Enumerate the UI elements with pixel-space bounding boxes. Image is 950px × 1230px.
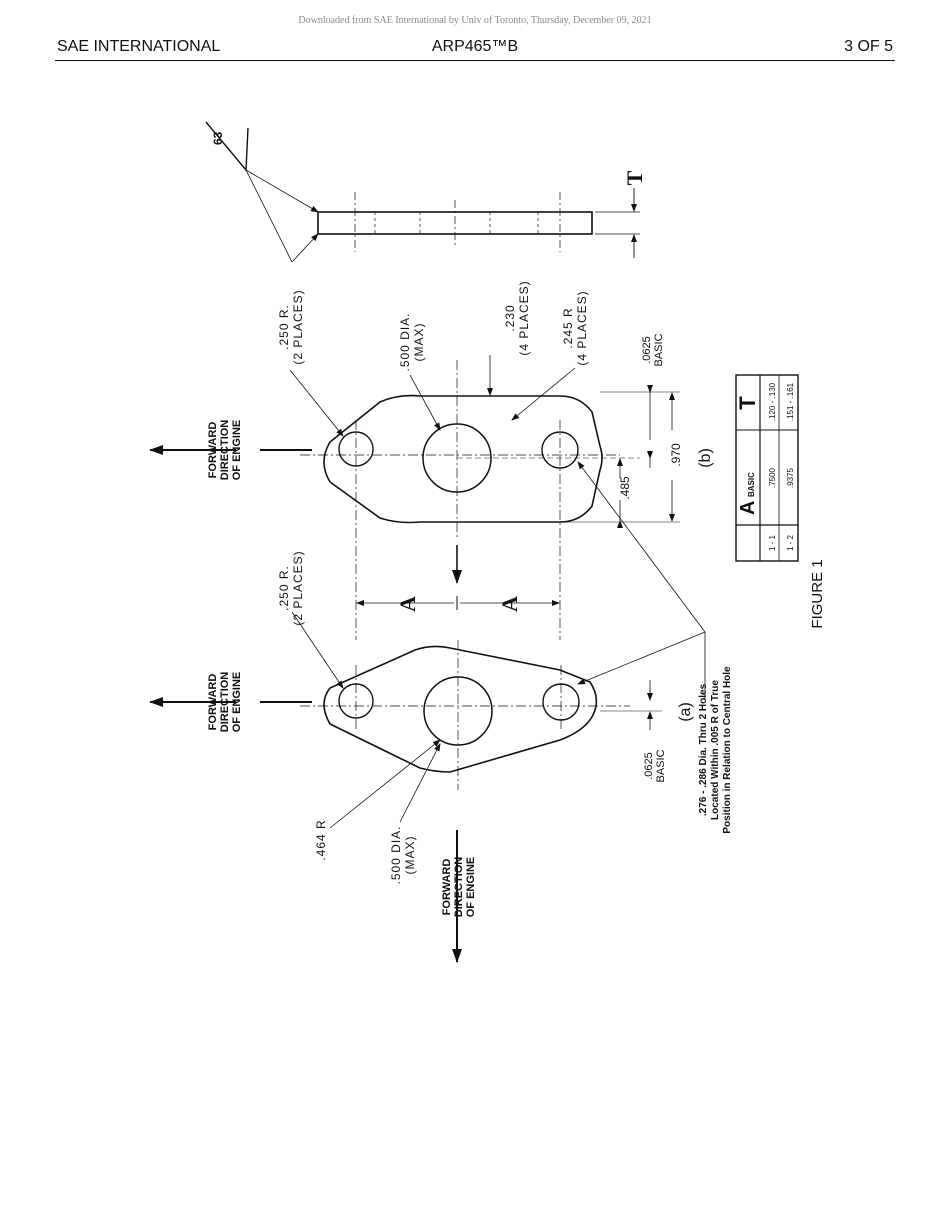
b-basic0625: .0625 xyxy=(641,336,653,364)
dim-a-right: A xyxy=(497,596,522,612)
dimension-a-labels: A A xyxy=(395,596,522,612)
b-forward-2: DIRECTION xyxy=(219,420,231,481)
b-r250-places: (2 PLACES) xyxy=(291,289,305,364)
a-forward-2: DIRECTION xyxy=(219,672,231,733)
document-number: ARP465™B xyxy=(431,38,519,55)
a-r250-places: (2 PLACES) xyxy=(291,550,305,625)
publisher-name: SAE INTERNATIONAL xyxy=(57,38,221,55)
bottom-forward-2: DIRECTION xyxy=(453,857,465,918)
b-dia500-max: (MAX) xyxy=(412,323,426,362)
hole-note-line-1: .276 - .286 Dia. Thru 2 Holes xyxy=(698,683,709,816)
b-forward-1: FORWARD xyxy=(207,422,219,479)
hole-note-line-3: Position in Relation to Central Hole xyxy=(722,666,733,834)
b-d485: .485 xyxy=(618,476,632,500)
table-header-t: T xyxy=(735,396,760,410)
a-basic0625: .0625 xyxy=(643,752,655,780)
dim-a-left: A xyxy=(395,596,420,612)
bottom-forward-3: OF ENGINE xyxy=(465,857,477,918)
b-r245-places: (4 PLACES) xyxy=(575,290,589,365)
download-watermark: Downloaded from SAE International by Uni… xyxy=(298,15,652,26)
view-b-labels: .250 R. (2 PLACES) .500 DIA. (MAX) .230 … xyxy=(207,280,714,499)
b-r245-label: .245 R xyxy=(561,307,575,348)
a-r464-label: .464 R xyxy=(314,819,328,860)
a-basic0625-word: BASIC xyxy=(655,749,667,782)
b-r250-label: .250 R. xyxy=(277,304,291,350)
page-number: 3 OF 5 xyxy=(844,38,893,55)
b-d230-places: (4 PLACES) xyxy=(517,280,531,355)
hole-note-line-2: Located Within .005 R of True xyxy=(710,680,721,820)
table-row-2-id: 1 - 2 xyxy=(786,534,795,551)
b-dia500-label: .500 DIA. xyxy=(398,312,412,371)
table-row-2-t: .151 - .161 xyxy=(786,382,795,421)
b-d230-label: .230 xyxy=(503,304,517,331)
a-forward-1: FORWARD xyxy=(207,674,219,731)
bottom-forward-1: FORWARD xyxy=(441,859,453,916)
flange-outline-a xyxy=(323,645,598,773)
table-header-basic: BASIC xyxy=(747,472,756,497)
flange-outline-b xyxy=(323,394,603,524)
surface-finish-label: 63 xyxy=(211,131,225,145)
table-header-a: A xyxy=(737,501,759,515)
b-basic0625-word: BASIC xyxy=(653,333,665,366)
view-a-labels: .250 R. (2 PLACES) .464 R .500 DIA. (MAX… xyxy=(207,550,733,917)
thickness-label: T xyxy=(622,170,647,185)
page-header: SAE INTERNATIONAL ARP465™B 3 OF 5 xyxy=(55,38,895,61)
spec-table xyxy=(735,374,799,562)
a-dia500-label: .500 DIA. xyxy=(389,825,403,884)
a-dia500-max: (MAX) xyxy=(403,836,417,875)
a-forward-3: OF ENGINE xyxy=(231,672,243,733)
dimension-a xyxy=(356,596,560,610)
a-r250-label: .250 R. xyxy=(277,565,291,611)
flange-view-a xyxy=(149,461,706,963)
view-b-label: (b) xyxy=(697,448,714,468)
side-view xyxy=(205,121,640,263)
table-row-1-t: .120 - .130 xyxy=(768,382,777,421)
table-row-2-a: .9375 xyxy=(786,467,795,488)
b-forward-3: OF ENGINE xyxy=(231,420,243,481)
bolt-hole-b-2 xyxy=(541,431,579,469)
figure-caption: FIGURE 1 xyxy=(809,559,826,628)
view-a-label: (a) xyxy=(677,702,694,722)
table-row-1-a: .7500 xyxy=(768,467,777,488)
table-row-1-id: 1 - 1 xyxy=(768,534,777,551)
spec-table-text: A BASIC T 1 - 1 .7500 .120 - .130 1 - 2 … xyxy=(735,382,795,551)
b-d970: .970 xyxy=(669,443,683,467)
